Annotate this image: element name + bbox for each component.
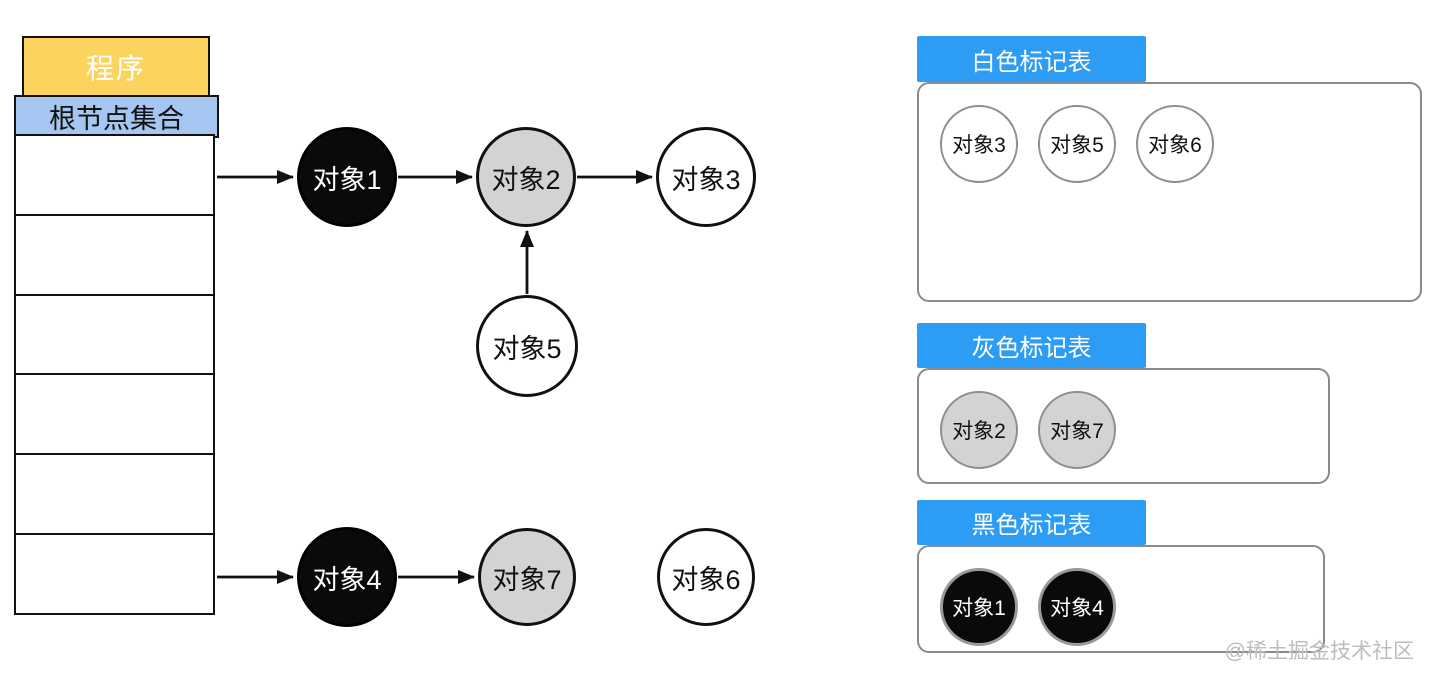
mark-chip-gray-1: 对象7 [1038,391,1116,469]
stack-rows [14,134,215,615]
root-set-header: 根节点集合 [14,95,219,138]
mark-chip-white-0: 对象3 [940,105,1018,183]
stack-row [16,375,213,456]
object-node-obj2: 对象2 [476,127,576,227]
mark-table-black-title: 黑色标记表 [917,500,1146,545]
object-node-obj7: 对象7 [478,528,576,626]
mark-table-black-box: 对象1 对象4 [917,545,1325,653]
program-header: 程序 [22,36,210,98]
watermark: @稀土掘金技术社区 [1224,640,1414,663]
stack-row [16,215,213,296]
object-node-obj3: 对象3 [656,127,756,227]
object-node-obj6: 对象6 [657,528,755,626]
mark-chip-white-1: 对象5 [1038,105,1116,183]
mark-table-white-box: 对象3 对象5 对象6 [917,82,1422,302]
mark-table-gray-title: 灰色标记表 [917,323,1146,368]
stack-row [16,136,213,216]
mark-chip-black-0: 对象1 [940,568,1018,646]
mark-table-white-title: 白色标记表 [917,36,1146,82]
mark-chip-black-1: 对象4 [1038,568,1116,646]
stack-row [16,455,213,536]
object-node-obj1: 对象1 [297,127,397,227]
mark-chip-gray-0: 对象2 [940,391,1018,469]
mark-table-gray-box: 对象2 对象7 [917,368,1330,484]
stack-row [16,535,213,613]
object-node-obj4: 对象4 [297,527,397,627]
mark-chip-white-2: 对象6 [1136,105,1214,183]
stack-row [16,295,213,376]
object-node-obj5: 对象5 [476,295,578,397]
